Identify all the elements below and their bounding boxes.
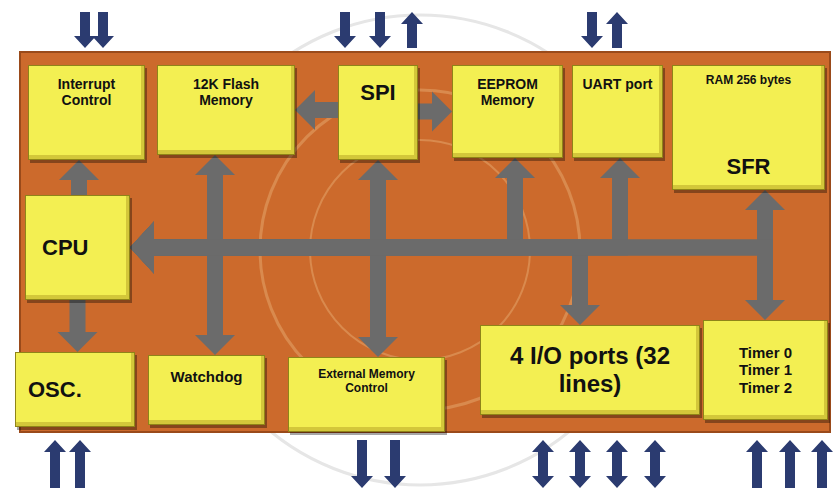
bus-arrow (130, 160, 398, 274)
arrow-head (59, 160, 99, 180)
bus-shaft (71, 179, 87, 195)
block-box: Timer 0 Timer 1 Timer 2 (703, 320, 828, 420)
bus-arrow (130, 158, 535, 274)
arrow-head (600, 158, 640, 178)
signal-arrow (569, 440, 591, 488)
signal-arrow (69, 440, 91, 488)
block-label: SFR (703, 154, 794, 179)
signal-arrow (44, 440, 66, 488)
bus-shaft (149, 177, 515, 248)
block-label: EEPROM Memory (459, 76, 556, 108)
bus-arrow (130, 222, 600, 326)
signal-arrows (44, 12, 833, 488)
bus-arrow (295, 90, 338, 130)
arrow-head (58, 332, 98, 352)
arrow-head (560, 305, 600, 325)
arrow-head (745, 300, 785, 320)
block-box: SPI (338, 65, 418, 160)
block-label: Timer 0 Timer 1 Timer 2 (726, 344, 805, 396)
arrow-head (358, 337, 398, 357)
bus-shaft (70, 300, 86, 333)
bus-shaft (149, 179, 378, 248)
block-label: CPU (42, 235, 121, 260)
bus-arrow (58, 300, 98, 352)
block-label: SPI (343, 80, 413, 105)
arrow-head (130, 222, 154, 274)
signal-arrow (384, 440, 406, 488)
signal-arrow (74, 12, 96, 48)
arrow-head (130, 222, 154, 274)
signal-arrow (401, 12, 423, 48)
signal-arrow (644, 440, 666, 488)
signal-arrow (746, 440, 768, 488)
bus-arrow (130, 222, 785, 321)
bus-shaft (149, 177, 620, 248)
bus-shaft (149, 248, 378, 339)
block-box: 12K Flash Memory (157, 65, 295, 155)
arrow-head (130, 222, 154, 274)
signal-arrow (334, 12, 356, 48)
block-box: External Memory Control (288, 357, 445, 432)
block-label: External Memory Control (309, 368, 424, 396)
block-box: EEPROM Memory (452, 65, 563, 158)
block-box: 4 I/O ports (32 lines) (480, 325, 700, 415)
arrow-head (130, 222, 154, 274)
arrow-head (130, 222, 154, 274)
board-panel (20, 52, 830, 432)
arrow-head (130, 222, 154, 274)
bus-shaft (149, 248, 580, 307)
signal-arrow (532, 440, 554, 488)
signal-arrow (606, 12, 628, 48)
arrow-head (295, 90, 315, 130)
block-label: 4 I/O ports (32 lines) (503, 342, 677, 397)
block-box: Watchdog (148, 355, 265, 425)
signal-arrow (581, 12, 603, 48)
block-label: OSC. (28, 377, 126, 402)
bus-arrow (59, 160, 99, 195)
signal-arrow (351, 440, 373, 488)
arrow-head (195, 155, 235, 175)
bus-shaft (314, 102, 338, 118)
block-box: RAM 256 bytesSFR (672, 65, 825, 190)
signal-arrow (369, 12, 391, 48)
signal-arrow (606, 440, 628, 488)
block-box: Interrupt Control (28, 65, 145, 160)
bus-shaft (149, 248, 215, 337)
block-label: Interrupt Control (35, 76, 138, 108)
bus-shaft (149, 174, 215, 248)
signal-arrow (92, 12, 114, 48)
signal-arrow (811, 440, 833, 488)
block-label: RAM 256 bytes (703, 74, 794, 88)
block-box: UART port (572, 65, 663, 158)
bus-shaft (149, 248, 765, 302)
block-label: UART port (579, 76, 656, 92)
arrow-head (745, 190, 785, 210)
bus-arrow (418, 92, 452, 132)
bus-shaft (418, 104, 433, 120)
block-box: OSC. (15, 352, 135, 427)
arrow-head (195, 335, 235, 355)
arrow-head (495, 158, 535, 178)
arrow-head (130, 222, 154, 274)
signal-arrow (779, 440, 801, 488)
arrow-head (358, 160, 398, 180)
block-label: 12K Flash Memory (166, 76, 286, 108)
arrow-head (130, 222, 154, 274)
arrow-head (432, 92, 452, 132)
block-box: CPU (25, 195, 130, 300)
bus-arrow (130, 190, 785, 274)
block-label: Watchdog (153, 368, 260, 385)
arrow-head (130, 222, 154, 274)
